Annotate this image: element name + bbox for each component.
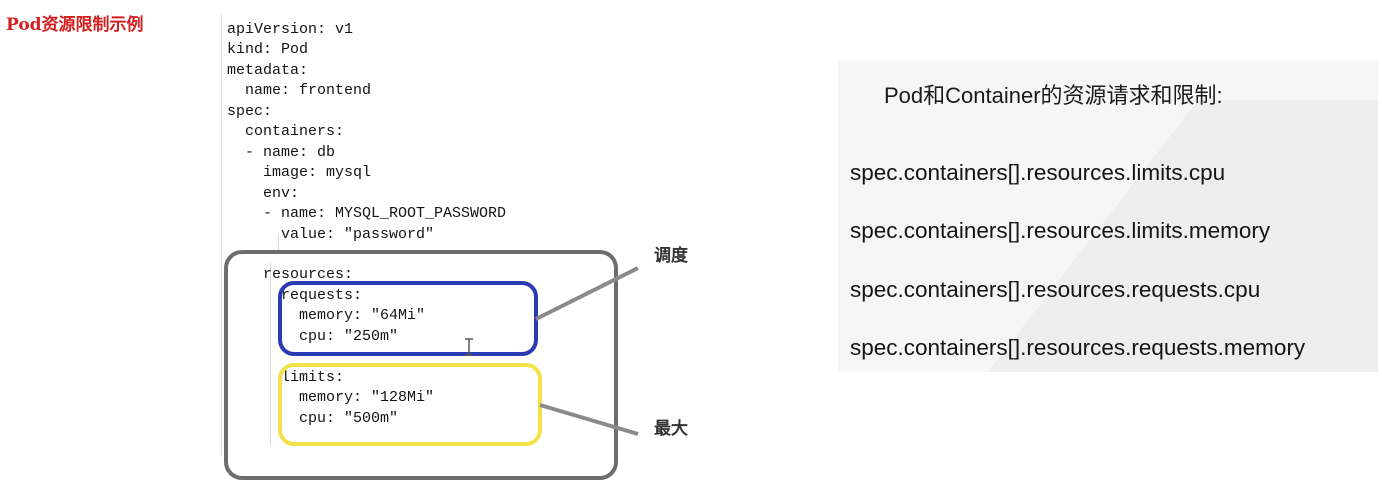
indent-guide [270,262,271,446]
code-line: apiVersion: v1 [227,21,354,38]
code-line: metadata: [227,62,309,79]
code-line: env: [227,185,300,202]
code-line: spec: [227,103,273,120]
code-line: - name: MYSQL_ROOT_PASSWORD [227,205,507,222]
panel-background-shape [988,100,1378,372]
requests-connector-line [535,266,639,321]
slide-title: Pod资源限制示例 [6,15,144,35]
requests-annotation-label: 调度 [654,246,688,265]
resource-fields-panel: Pod和Container的资源请求和限制: spec.containers[]… [838,60,1378,372]
resource-panel-title: Pod和Container的资源请求和限制: [884,83,1223,108]
resource-field-item: spec.containers[].resources.requests.cpu [850,277,1261,302]
code-line: containers: [227,123,345,140]
code-line: value: "password" [227,226,435,243]
code-line: cpu: "500m" [227,410,399,427]
text-cursor-icon [465,338,473,356]
requests-outline-box [278,281,538,356]
resources-outline-box [224,250,618,480]
code-line: memory: "128Mi" [227,389,435,406]
code-line: memory: "64Mi" [227,307,426,324]
indent-guide [278,234,279,254]
code-line: kind: Pod [227,41,309,58]
code-line: - name: db [227,144,336,161]
limits-annotation-label: 最大 [654,419,688,438]
code-line: requests: [227,287,363,304]
code-line: limits: [227,369,345,386]
code-line: image: mysql [227,164,372,181]
code-line: name: frontend [227,82,372,99]
resource-field-item: spec.containers[].resources.limits.memor… [850,218,1271,243]
resource-field-item: spec.containers[].resources.limits.cpu [850,160,1226,185]
limits-outline-box [278,363,542,446]
yaml-code-panel: apiVersion: v1 kind: Pod metadata: name:… [221,14,642,454]
code-line: cpu: "250m" [227,328,399,345]
limits-connector-line [539,403,639,436]
resource-field-item: spec.containers[].resources.requests.mem… [850,335,1306,360]
code-line: resources: [227,266,354,283]
